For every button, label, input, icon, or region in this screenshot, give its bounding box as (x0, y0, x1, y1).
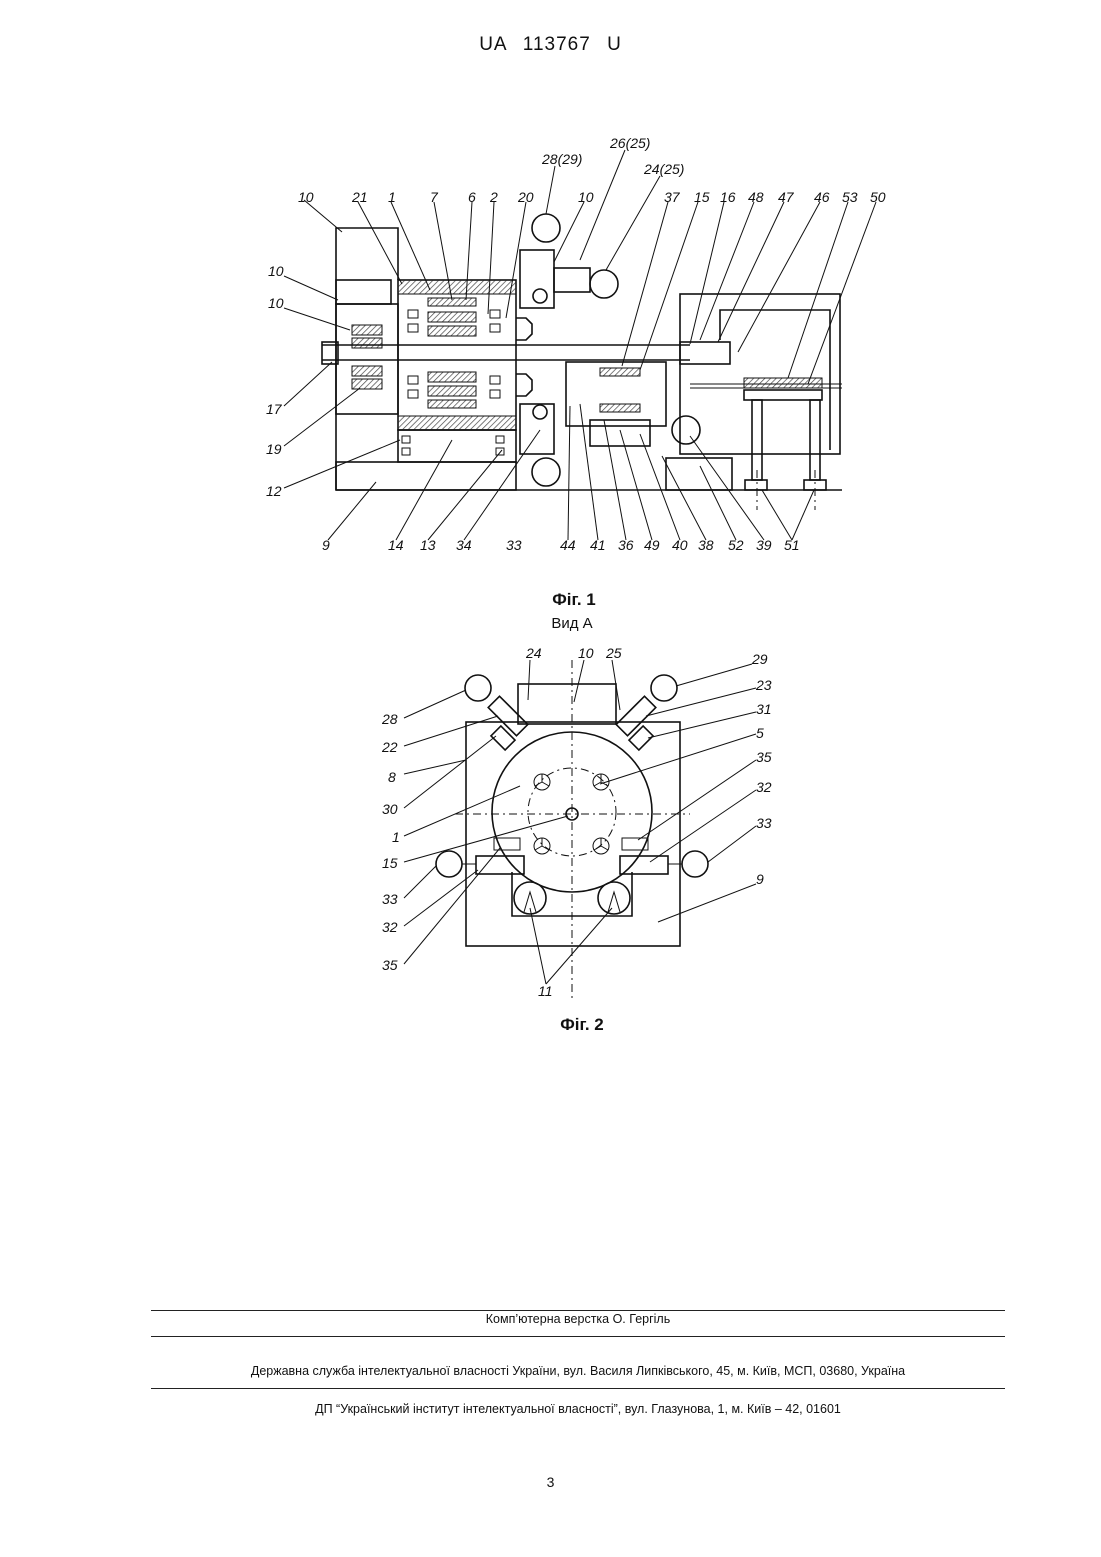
figure-2-caption: Фіг. 2 (560, 1015, 604, 1034)
fig2-label: 11 (538, 983, 553, 999)
patent-drawings: 10 21 1 7 6 2 20 28(29) 26(25) 24(25) 10… (0, 0, 1101, 1060)
fig1-label: 46 (814, 189, 830, 205)
fig1-label: 12 (266, 483, 282, 499)
fig1-label: 20 (517, 189, 534, 205)
fig2-label: 29 (751, 651, 768, 667)
fig1-label: 38 (698, 537, 714, 553)
fig1-label: 16 (720, 189, 736, 205)
fig1-label: 34 (456, 537, 472, 553)
fig1-label: 10 (578, 189, 594, 205)
fig2-label: 35 (382, 957, 398, 973)
agency-address: Державна служба інтелектуальної власност… (151, 1364, 1005, 1378)
footer-divider (151, 1336, 1005, 1337)
fig1-label: 37 (664, 189, 681, 205)
fig2-label: 1 (392, 829, 400, 845)
fig1-label: 28(29) (541, 151, 582, 167)
fig1-label: 17 (266, 401, 283, 417)
fig1-label: 7 (430, 189, 439, 205)
layout-credit: Комп’ютерна верстка О. Гергіль (151, 1312, 1005, 1326)
institute-address: ДП “Український інститут інтелектуальної… (151, 1402, 1005, 1416)
fig2-label: 25 (605, 645, 622, 661)
fig2-label: 22 (381, 739, 398, 755)
fig2-label: 33 (382, 891, 398, 907)
view-a-title: Вид А (551, 615, 592, 632)
fig1-label: 13 (420, 537, 436, 553)
fig1-label: 49 (644, 537, 660, 553)
fig1-label: 1 (388, 189, 396, 205)
fig2-label: 35 (756, 749, 772, 765)
page-number: 3 (0, 1474, 1101, 1490)
fig1-label: 36 (618, 537, 634, 553)
fig2-label: 5 (756, 725, 764, 741)
fig2-label: 23 (755, 677, 772, 693)
fig1-label: 14 (388, 537, 404, 553)
fig1-label: 21 (351, 189, 368, 205)
fig1-label: 44 (560, 537, 576, 553)
fig2-label: 32 (756, 779, 772, 795)
figure-2-drawing (404, 660, 756, 1000)
fig2-label: 33 (756, 815, 772, 831)
fig1-label: 9 (322, 537, 330, 553)
fig1-label: 33 (506, 537, 522, 553)
fig1-label: 10 (268, 295, 284, 311)
fig2-label: 10 (578, 645, 594, 661)
figure-1-caption: Фіг. 1 (552, 590, 596, 609)
fig1-label: 24(25) (643, 161, 684, 177)
fig1-label: 15 (694, 189, 710, 205)
figure-1-drawing (284, 150, 876, 540)
fig1-label: 41 (590, 537, 606, 553)
fig2-label: 24 (525, 645, 542, 661)
fig2-label: 8 (388, 769, 396, 785)
fig1-label: 52 (728, 537, 744, 553)
fig1-label: 51 (784, 537, 800, 553)
fig1-label: 26(25) (609, 135, 650, 151)
fig1-label: 6 (468, 189, 476, 205)
fig2-label: 9 (756, 871, 764, 887)
fig1-label: 10 (268, 263, 284, 279)
fig2-label: 32 (382, 919, 398, 935)
fig1-label: 10 (298, 189, 314, 205)
fig1-label: 47 (778, 189, 795, 205)
fig2-label: 15 (382, 855, 398, 871)
fig1-label: 48 (748, 189, 764, 205)
fig1-label: 39 (756, 537, 772, 553)
fig1-label: 50 (870, 189, 886, 205)
fig1-label: 19 (266, 441, 282, 457)
fig1-label: 2 (489, 189, 498, 205)
footer-divider (151, 1388, 1005, 1389)
fig2-label: 28 (381, 711, 398, 727)
fig1-label: 40 (672, 537, 688, 553)
fig1-label: 53 (842, 189, 858, 205)
footer-divider (151, 1310, 1005, 1311)
fig2-label: 31 (756, 701, 772, 717)
fig2-label: 30 (382, 801, 398, 817)
